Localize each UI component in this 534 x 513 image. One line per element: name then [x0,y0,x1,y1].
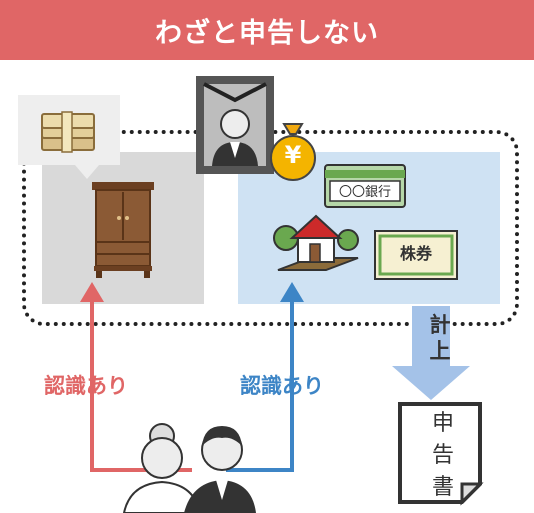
yen-symbol: ¥ [284,141,302,169]
document-label: 申告書 [431,411,454,500]
money-bundle-icon [41,111,95,153]
cabinet-icon [92,182,154,278]
stock-label: 株券 [399,244,432,263]
bankbook-label: 〇〇銀行 [338,185,391,200]
money-bag-icon [270,123,316,181]
elderly-couple-icon [122,423,256,513]
house-icon [273,214,359,271]
keijo-label: 計上 [429,313,451,363]
thought-bubble-tail [75,165,99,179]
bankbook-icon [324,164,406,208]
recognition-label-left: 認識あり [44,374,128,398]
recognition-label-right: 認識あり [240,374,324,398]
page-title: わざと申告しない [0,0,534,60]
document-icon [398,402,484,506]
stock-certificate-icon [374,230,458,280]
memorial-portrait-icon [196,76,274,174]
